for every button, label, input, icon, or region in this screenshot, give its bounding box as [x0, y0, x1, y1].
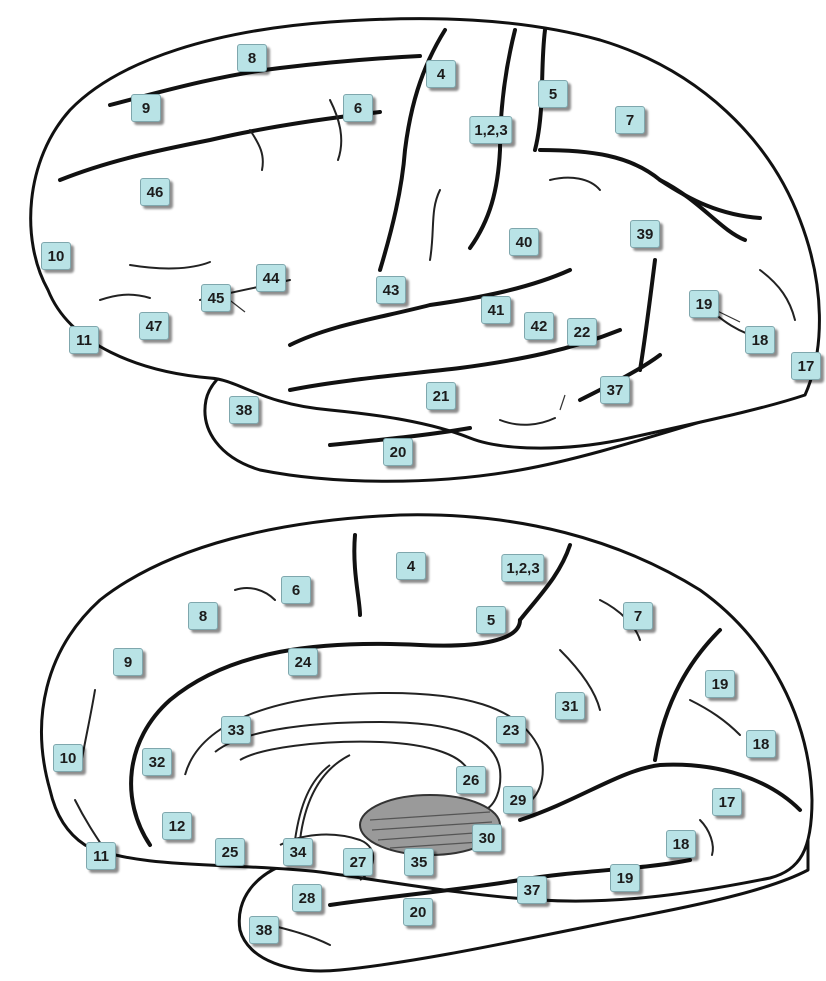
- lateral-area-42: 42: [524, 312, 554, 340]
- lateral-area-39: 39: [630, 220, 660, 248]
- medial-area-28: 28: [292, 884, 322, 912]
- medial-area-8: 8: [188, 602, 218, 630]
- medial-area-18: 18: [746, 730, 776, 758]
- lateral-area-46: 46: [140, 178, 170, 206]
- lateral-area-9: 9: [131, 94, 161, 122]
- lateral-area-17: 17: [791, 352, 821, 380]
- lateral-area-5: 5: [538, 80, 568, 108]
- medial-area-23: 23: [496, 716, 526, 744]
- medial-area-4: 4: [396, 552, 426, 580]
- medial-area-31: 31: [555, 692, 585, 720]
- lateral-area-10: 10: [41, 242, 71, 270]
- lateral-area-37: 37: [600, 376, 630, 404]
- lateral-area-7: 7: [615, 106, 645, 134]
- medial-area-26: 26: [456, 766, 486, 794]
- lateral-area-20: 20: [383, 438, 413, 466]
- medial-area-9: 9: [113, 648, 143, 676]
- medial-area-27: 27: [343, 848, 373, 876]
- medial-area-25: 25: [215, 838, 245, 866]
- medial-area-30: 30: [472, 824, 502, 852]
- medial-area-18-lower: 18: [666, 830, 696, 858]
- lateral-area-18: 18: [745, 326, 775, 354]
- medial-area-34: 34: [283, 838, 313, 866]
- lateral-area-21: 21: [426, 382, 456, 410]
- lateral-area-1-2-3: 1,2,3: [469, 116, 512, 144]
- medial-area-29: 29: [503, 786, 533, 814]
- lateral-area-6: 6: [343, 94, 373, 122]
- medial-area-12: 12: [162, 812, 192, 840]
- medial-area-24: 24: [288, 648, 318, 676]
- medial-area-17: 17: [712, 788, 742, 816]
- medial-area-19: 19: [705, 670, 735, 698]
- medial-area-10: 10: [53, 744, 83, 772]
- medial-area-33: 33: [221, 716, 251, 744]
- medial-area-5: 5: [476, 606, 506, 634]
- medial-area-11: 11: [86, 842, 116, 870]
- lateral-area-47: 47: [139, 312, 169, 340]
- lateral-view-drawing: [31, 19, 820, 482]
- medial-area-19-lower: 19: [610, 864, 640, 892]
- lateral-area-45: 45: [201, 284, 231, 312]
- medial-area-32: 32: [142, 748, 172, 776]
- lateral-area-38: 38: [229, 396, 259, 424]
- lateral-area-11: 11: [69, 326, 99, 354]
- medial-area-20: 20: [403, 898, 433, 926]
- lateral-area-43: 43: [376, 276, 406, 304]
- medial-area-6: 6: [281, 576, 311, 604]
- medial-area-7: 7: [623, 602, 653, 630]
- lateral-area-4: 4: [426, 60, 456, 88]
- medial-area-35: 35: [404, 848, 434, 876]
- medial-area-37: 37: [517, 876, 547, 904]
- lateral-area-8: 8: [237, 44, 267, 72]
- lateral-area-41: 41: [481, 296, 511, 324]
- lateral-area-22: 22: [567, 318, 597, 346]
- lateral-area-19: 19: [689, 290, 719, 318]
- medial-area-1-2-3: 1,2,3: [501, 554, 544, 582]
- lateral-area-40: 40: [509, 228, 539, 256]
- lateral-area-44: 44: [256, 264, 286, 292]
- medial-area-38: 38: [249, 916, 279, 944]
